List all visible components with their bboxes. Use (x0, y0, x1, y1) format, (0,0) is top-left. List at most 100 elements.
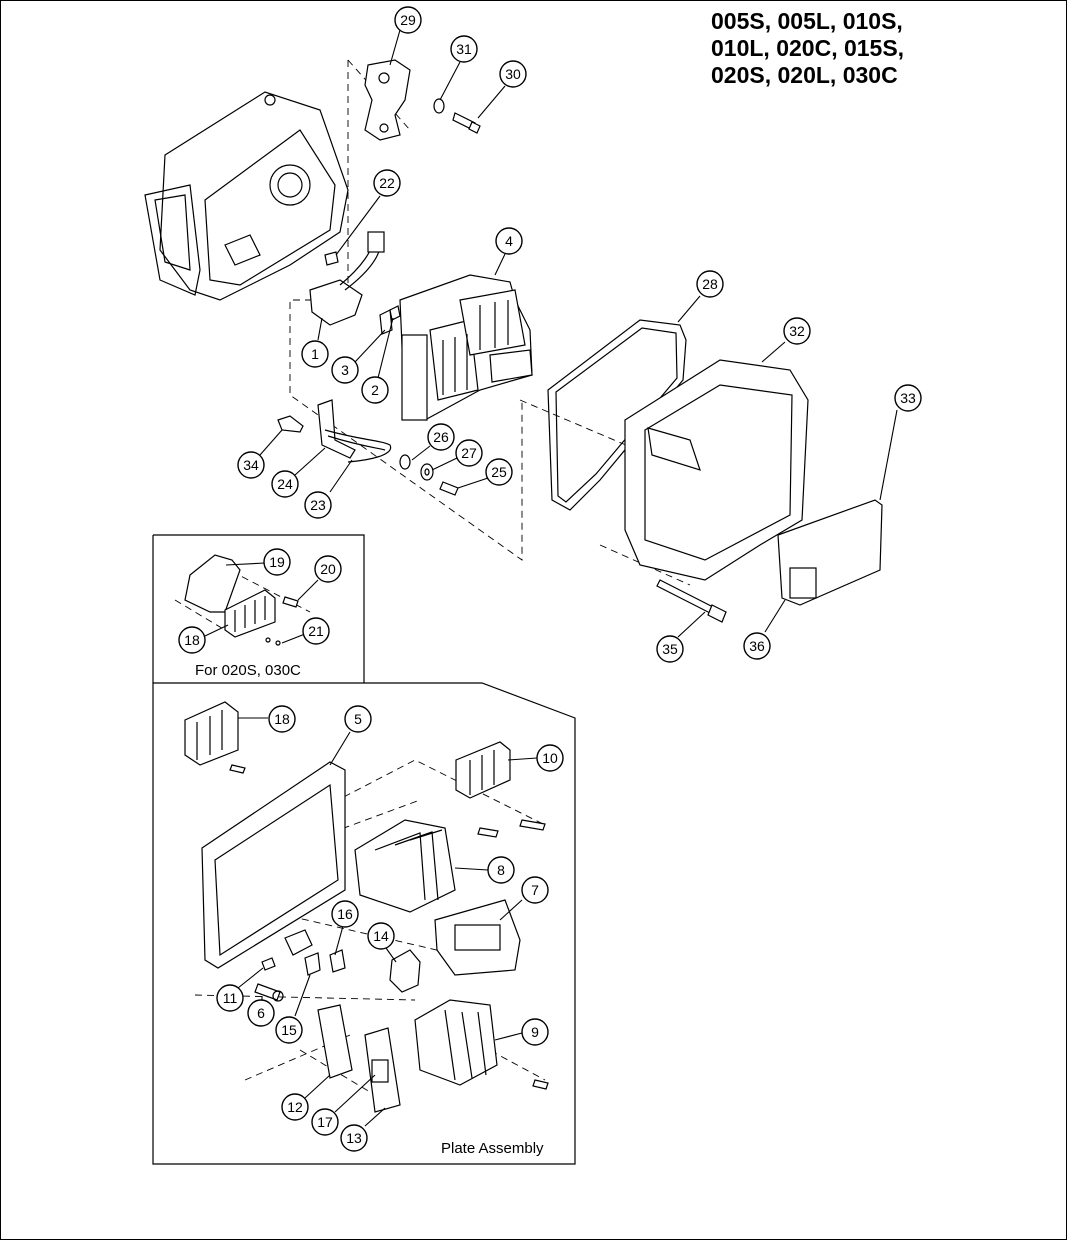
svg-text:18: 18 (184, 632, 200, 648)
screw-part-25 (439, 481, 459, 496)
callout-23: 23 (304, 491, 332, 519)
inset-020s-030c-box (152, 534, 365, 683)
svg-text:9: 9 (531, 1024, 539, 1040)
screw-part-6 (254, 983, 284, 1002)
holder-part-16 (284, 929, 346, 973)
callout-24: 24 (271, 470, 299, 498)
svg-text:31: 31 (456, 41, 472, 57)
clamp-part-29 (364, 59, 411, 141)
svg-text:10: 10 (542, 750, 558, 766)
svg-text:25: 25 (491, 464, 507, 480)
callout-34: 34 (237, 451, 265, 479)
callout-3: 3 (331, 356, 359, 384)
terminal-block-part-18 (184, 701, 246, 774)
svg-text:36: 36 (749, 638, 765, 654)
switch-assembly-part-1 (309, 231, 385, 326)
callout-7: 7 (521, 876, 549, 904)
model-list-line-1: 005S, 005L, 010S, (711, 8, 903, 34)
svg-text:14: 14 (373, 928, 389, 944)
svg-text:26: 26 (433, 429, 449, 445)
callout-18-inset: 18 (178, 626, 206, 654)
callout-22: 22 (373, 169, 401, 197)
screw-parts-3-2 (379, 305, 401, 335)
svg-text:29: 29 (400, 12, 416, 28)
cover-part-32 (624, 359, 809, 581)
svg-text:33: 33 (900, 390, 916, 406)
callout-9: 9 (521, 1018, 549, 1046)
callout-17: 17 (311, 1108, 339, 1136)
svg-text:15: 15 (281, 1022, 297, 1038)
callout-15: 15 (275, 1016, 303, 1044)
screw-part-30 (452, 112, 481, 134)
svg-text:8: 8 (497, 862, 505, 878)
svg-text:7: 7 (531, 882, 539, 898)
label-part-36 (789, 567, 817, 599)
callout-21: 21 (302, 617, 330, 645)
cover-part-12 (317, 1004, 353, 1079)
nameplate-part-33 (777, 499, 883, 606)
terminal-block-part-18-inset (224, 589, 276, 638)
callout-20: 20 (314, 555, 342, 583)
relay-part-14 (389, 949, 421, 993)
inset-caption: For 020S, 030C (195, 662, 301, 679)
svg-text:19: 19 (269, 554, 285, 570)
svg-text:11: 11 (223, 990, 238, 1006)
svg-text:2: 2 (371, 382, 379, 398)
callout-28: 28 (696, 270, 724, 298)
screw-part-34 (277, 415, 304, 433)
svg-text:13: 13 (346, 1130, 362, 1146)
terminal-block-part-10 (455, 741, 546, 838)
callout-33: 33 (894, 384, 922, 412)
small-part-21 (265, 637, 281, 646)
svg-text:27: 27 (461, 445, 477, 461)
washer-part-31 (433, 98, 445, 114)
svg-text:16: 16 (337, 906, 353, 922)
cable-part-23 (324, 429, 392, 463)
svg-text:30: 30 (505, 66, 521, 82)
screw-part-22 (324, 251, 339, 266)
plate-assembly-box (152, 682, 576, 1165)
svg-text:18: 18 (274, 711, 290, 727)
model-list-line-2: 010L, 020C, 015S, (711, 35, 905, 61)
svg-text:28: 28 (702, 276, 718, 292)
callout-31: 31 (450, 35, 478, 63)
mounting-plate-part-5 (201, 761, 346, 969)
callout-1: 1 (301, 340, 329, 368)
label-part-17 (371, 1059, 389, 1083)
callout-13: 13 (340, 1124, 368, 1152)
overload-relay-part-9 (414, 999, 549, 1090)
contactor-part-8 (354, 819, 456, 913)
svg-text:24: 24 (277, 476, 293, 492)
cover-part-13 (364, 1027, 401, 1113)
callout-2: 2 (361, 376, 389, 404)
callout-18: 18 (268, 705, 296, 733)
svg-text:6: 6 (257, 1005, 265, 1021)
long-screw-part-35 (656, 579, 727, 623)
screw-part-20 (282, 596, 299, 608)
svg-text:34: 34 (243, 457, 259, 473)
callout-29: 29 (394, 6, 422, 34)
svg-text:5: 5 (354, 711, 362, 727)
svg-text:23: 23 (310, 497, 326, 513)
callout-12: 12 (281, 1093, 309, 1121)
callout-26: 26 (427, 423, 455, 451)
callout-14: 14 (367, 922, 395, 950)
washer-part-27 (420, 463, 434, 481)
fuse-part-15 (304, 952, 321, 976)
washer-part-26 (399, 454, 411, 470)
bracket-part-24 (317, 399, 356, 459)
callout-19: 19 (263, 548, 291, 576)
svg-text:12: 12 (287, 1099, 303, 1115)
small-part-11 (261, 957, 276, 971)
model-list-title: 005S, 005L, 010S, 010L, 020C, 015S, 020S… (711, 8, 1041, 89)
callout-11: 11 (216, 984, 244, 1012)
svg-text:21: 21 (308, 623, 324, 639)
callout-27: 27 (455, 439, 483, 467)
callout-25: 25 (485, 458, 513, 486)
callout-8: 8 (487, 856, 515, 884)
svg-text:32: 32 (789, 323, 805, 339)
callout-30: 30 (499, 60, 527, 88)
svg-text:22: 22 (379, 175, 395, 191)
callout-6: 6 (247, 999, 275, 1027)
